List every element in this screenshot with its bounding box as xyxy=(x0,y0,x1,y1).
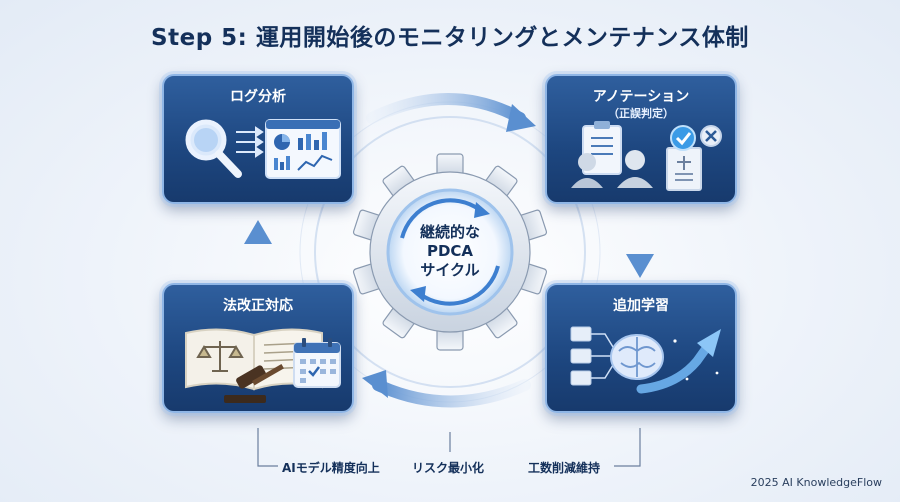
sparkle-icon xyxy=(673,339,719,381)
card-annotation-subtitle: （正誤判定） xyxy=(608,107,674,120)
copyright: 2025 AI KnowledgeFlow xyxy=(750,476,882,489)
log-analysis-illustration xyxy=(185,119,341,179)
card-log-analysis-title: ログ分析 xyxy=(230,89,286,105)
gear-icon xyxy=(352,153,548,351)
outcome-risk: リスク最小化 xyxy=(412,461,485,475)
check-icon xyxy=(670,125,696,151)
flow-arrow-bottom xyxy=(362,370,531,408)
flow-arrow-right xyxy=(626,208,654,278)
card-additional-learning: 追加学習 xyxy=(545,283,737,413)
gavel-icon xyxy=(224,364,284,403)
scales-icon xyxy=(196,341,244,372)
dashboard-icon xyxy=(265,119,341,179)
people-icon xyxy=(571,150,653,188)
arrows-icon xyxy=(236,126,264,158)
page-title: Step 5: 運用開始後のモニタリングとメンテナンス体制 xyxy=(151,25,749,51)
card-law-amendment-title: 法改正対応 xyxy=(223,298,293,314)
card-annotation: アノテーション （正誤判定） xyxy=(545,74,737,204)
connector-lines-icon xyxy=(591,333,614,379)
magnifier-icon xyxy=(185,119,242,178)
flow-arrow-left xyxy=(244,220,272,280)
pdca-line-3: サイクル xyxy=(420,261,480,279)
card-additional-learning-title: 追加学習 xyxy=(613,298,669,314)
card-law-amendment: 法改正対応 xyxy=(162,283,354,413)
outcome-effort: 工数削減維持 xyxy=(528,461,601,475)
card-log-analysis: ログ分析 xyxy=(162,74,354,204)
flow-arrow-top xyxy=(366,93,536,132)
cross-icon xyxy=(700,125,722,147)
pdca-line-1: 継続的な xyxy=(419,223,480,241)
card-annotation-title: アノテーション xyxy=(592,89,690,105)
pdca-cycle-label: 継続的な PDCA サイクル xyxy=(395,223,505,280)
law-amendment-illustration xyxy=(185,328,341,403)
pdca-line-2: PDCA xyxy=(426,242,474,260)
outcome-accuracy: AIモデル精度向上 xyxy=(282,461,380,475)
learning-illustration xyxy=(570,326,721,394)
calendar-icon xyxy=(293,338,341,388)
growth-arrow-icon xyxy=(636,329,721,394)
brain-icon xyxy=(610,334,664,380)
annotation-illustration xyxy=(571,121,722,191)
orbit-ring xyxy=(314,116,586,388)
